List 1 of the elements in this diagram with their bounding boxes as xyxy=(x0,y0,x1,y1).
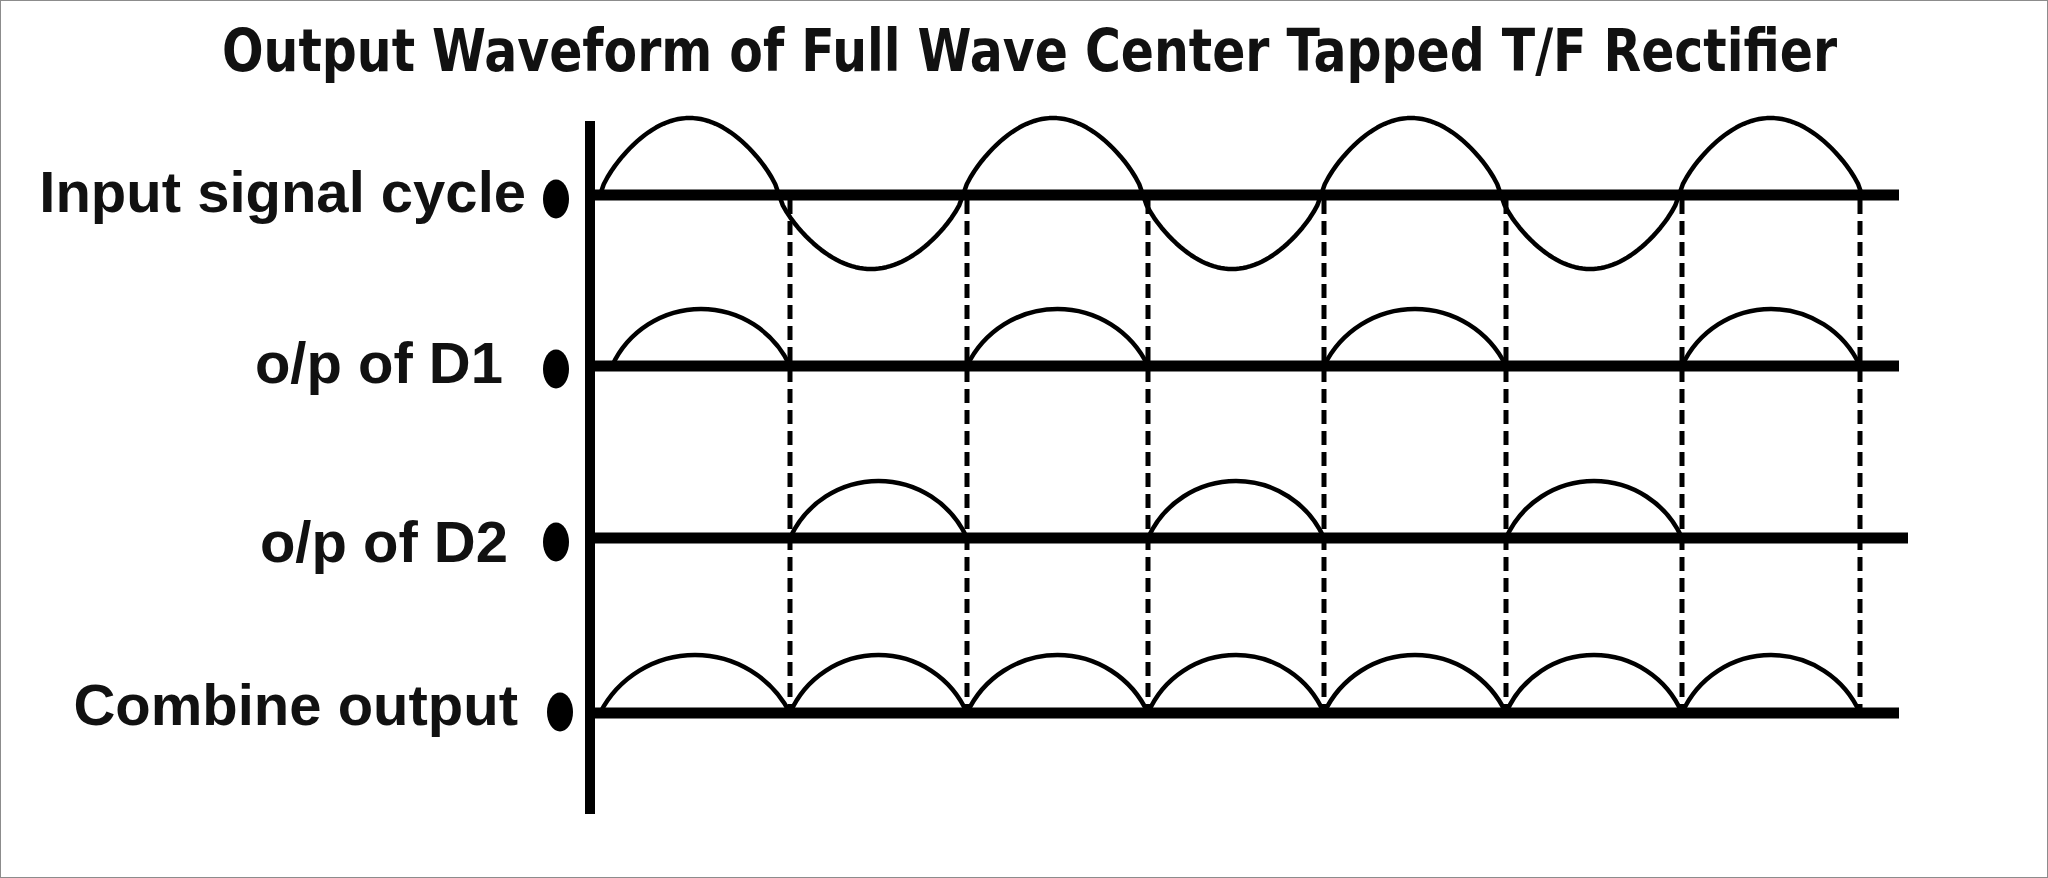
diagram-title: Output Waveform of Full Wave Center Tapped T/F Rectifier xyxy=(222,22,1838,81)
